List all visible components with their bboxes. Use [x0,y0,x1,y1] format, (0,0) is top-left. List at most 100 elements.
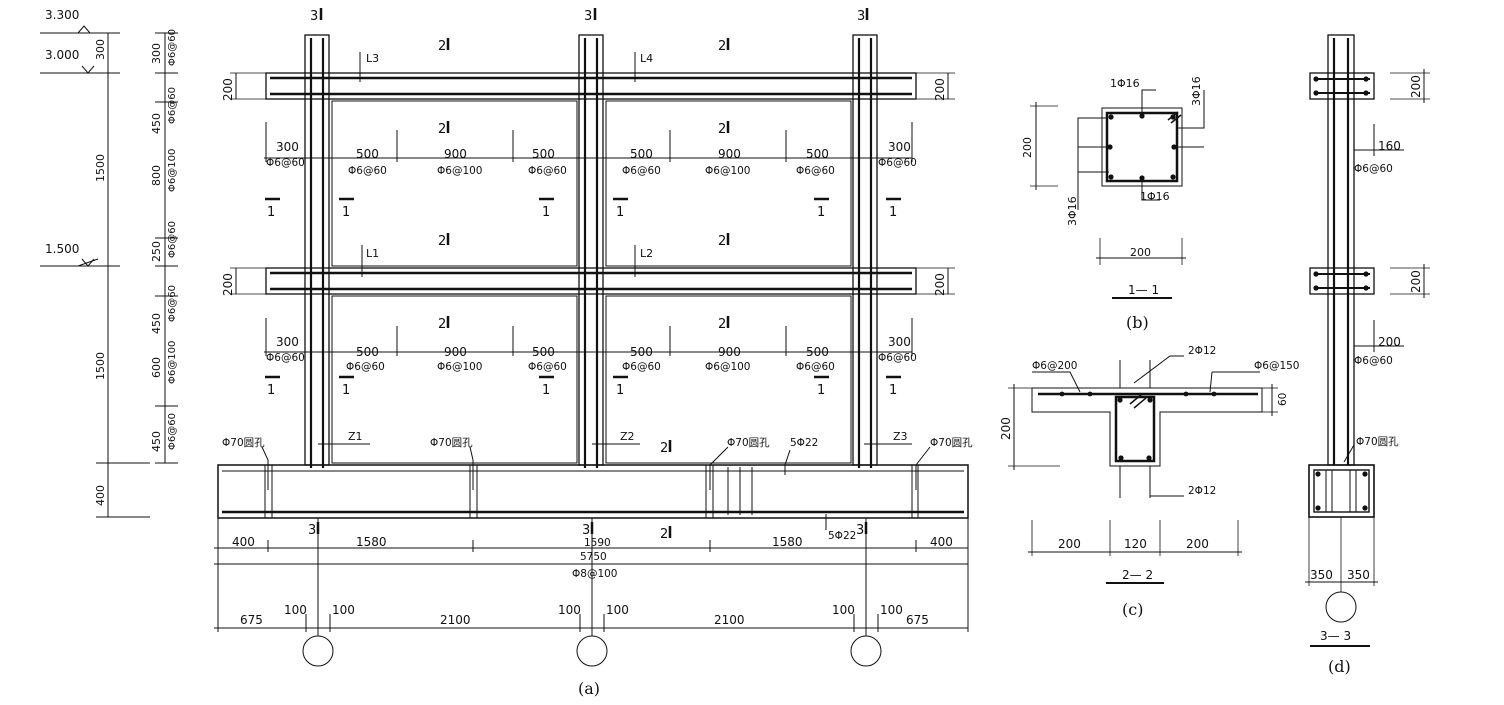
fs-60-7: Φ6@60 [266,352,305,364]
axis-bubble-1 [302,635,334,667]
zone-500-d: 500 [806,147,829,161]
sd-width-350-b: 350 [1347,568,1370,582]
elevation-dimension-strip [40,25,178,518]
section-mark-2c: 2 [438,122,446,137]
sd-hole-label: Φ70圆孔 [1356,435,1399,448]
section-mark-2h: 2 [718,317,726,332]
stirrup-60-d: Φ6@60 [167,285,178,322]
sc-left-rebar: Φ6@200 [1032,360,1078,372]
dim-800: 800 [150,165,163,186]
fs-60-9: Φ6@60 [528,361,567,373]
fs-60-4: Φ6@60 [622,165,661,177]
zone-900-c: 900 [444,345,467,359]
section-mark-2f: 2 [718,234,726,249]
stirrup-60-b: Φ6@60 [167,87,178,124]
sd-zone-160: 160 [1378,139,1401,153]
section-mark-1j: 1 [616,383,624,398]
zone-900-b: 900 [718,147,741,161]
fs-60-12: Φ6@60 [878,352,917,364]
sb-right-rebar: 3Φ16 [1190,76,1203,106]
section-2-2-bars [1059,391,1217,461]
section-mark-2i: 2 [660,441,668,456]
sb-top-rebar: 1Φ16 [1110,77,1140,90]
foundation-beam [217,464,969,519]
zone-900-d: 900 [718,345,741,359]
sb-height-dim: 200 [1021,137,1034,158]
bdim-2100-a: 2100 [440,613,471,627]
bdim-100-c: 100 [558,603,581,617]
zone-500-a: 500 [356,147,379,161]
bdim-100-e: 100 [832,603,855,617]
elevation-labels: 3.300 3.000 1.500 [45,8,79,256]
zone-500-e: 500 [356,345,379,359]
beam-top [265,72,917,100]
section-mark-1a: 1 [267,205,275,220]
fs-60-6: Φ6@60 [878,157,917,169]
hole-label-4: Φ70圆孔 [930,436,973,449]
sb-title: 1— 1 [1128,283,1159,297]
caption-a: (a) [578,679,600,698]
section-mark-2d: 2 [718,122,726,137]
bdim-100-b: 100 [332,603,355,617]
section-mark-3b: 3 [584,9,592,24]
section-1-1-labels: 1Φ16 3Φ16 3Φ16 1Φ16 200 200 1— 1 [1021,76,1203,297]
beam-label-l2: L2 [640,247,653,260]
section-3-3-bars [1313,76,1369,511]
bdim-100-d: 100 [606,603,629,617]
sc-width-200-a: 200 [1058,537,1081,551]
hole-labels: Φ70圆孔 Φ70圆孔 Φ70圆孔 Φ70圆孔 5Φ22 5Φ22 Φ8@100 [222,436,973,580]
bottom-dimension-labels: 400 1580 1590 1580 400 5750 675 100 100 … [232,535,953,627]
column-label-z2: Z2 [620,430,635,443]
zone-300-a: 300 [276,140,299,154]
stirrup-100-a: Φ6@100 [167,149,178,192]
sd-beam-dim-200-b: 200 [1409,270,1423,293]
column-label-z1: Z1 [348,430,363,443]
bdim-400-b: 400 [930,535,953,549]
bdim-1580-a: 1580 [356,535,387,549]
elevation-3300: 3.300 [45,8,79,22]
section-mark-1l: 1 [889,383,897,398]
hole-label-3: Φ70圆孔 [727,436,770,449]
sc-width-120: 120 [1124,537,1147,551]
zone-900-a: 900 [444,147,467,161]
section-mark-1g: 1 [267,383,275,398]
dim-1500-b: 1500 [94,352,107,380]
beam-label-l4: L4 [640,52,653,65]
rebar-phi8-100: Φ8@100 [572,568,618,580]
sc-width-200-b: 200 [1186,537,1209,551]
fs-60-10: Φ6@60 [622,361,661,373]
zone-300-c: 300 [276,335,299,349]
zone-500-b: 500 [532,147,555,161]
fs-60-1: Φ6@60 [266,157,305,169]
beam-dim-200-c: 200 [221,273,235,296]
bdim-5750: 5750 [580,551,607,563]
section-1-1 [1030,89,1205,299]
frame-section-marks: 3 3 3 2 2 2 2 2 2 2 2 2 2 3 3 3 1 1 1 1 … [267,9,897,542]
hole-label-2: Φ70圆孔 [430,436,473,449]
sc-right-rebar: Φ6@150 [1254,360,1300,372]
zone-500-c: 500 [630,147,653,161]
fs-100-2: Φ6@100 [705,165,751,177]
fs-100-3: Φ6@100 [437,361,483,373]
sd-zone-200: 200 [1378,335,1401,349]
caption-c: (c) [1122,600,1143,619]
frame-member-labels: L3 L4 L1 L2 Z1 Z2 Z3 [348,52,908,443]
section-mark-1d: 1 [616,205,624,220]
sc-height-dim: 200 [999,417,1013,440]
section-mark-2g: 2 [438,317,446,332]
section-mark-3a: 3 [310,9,318,24]
dim-300-b: 300 [150,43,163,64]
sc-flange-dim: 60 [1277,393,1289,406]
elevation-3000: 3.000 [45,48,79,62]
section-1-1-bars [1107,113,1177,181]
stirrup-100-b: Φ6@100 [167,341,178,384]
bdim-1590: 1590 [584,537,611,549]
section-mark-1f: 1 [889,205,897,220]
beam-dim-200-a: 200 [221,78,235,101]
sd-width-350-a: 350 [1310,568,1333,582]
stirrup-60-c: Φ6@60 [167,221,178,258]
fs-100-1: Φ6@100 [437,165,483,177]
axis-bubble-3 [850,635,882,667]
section-mark-3d: 3 [308,523,316,538]
section-mark-3f: 3 [856,523,864,538]
